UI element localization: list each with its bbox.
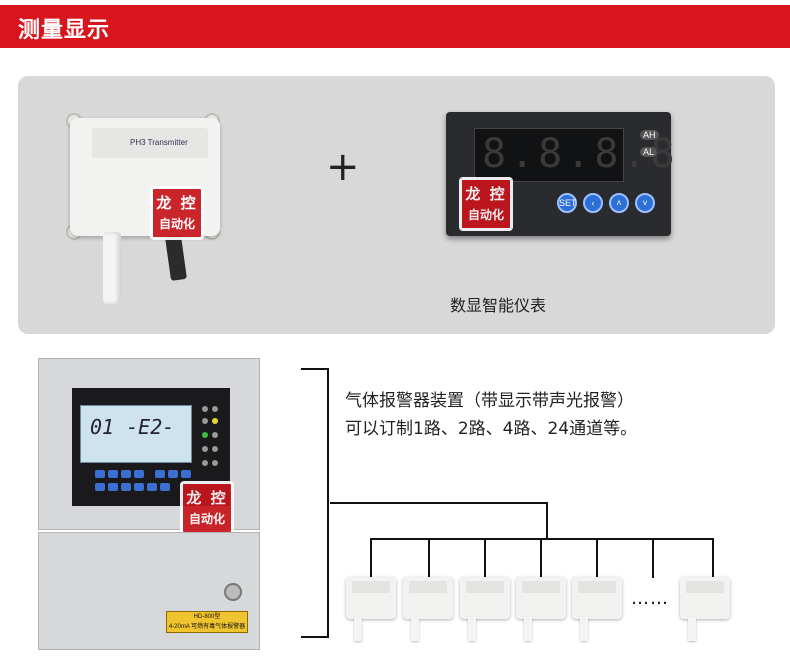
- ellipsis: ……: [631, 588, 669, 609]
- keypad-key: [134, 483, 144, 491]
- mini-probe: [354, 617, 362, 641]
- keypad-key: [134, 470, 144, 478]
- connector-line: [652, 538, 654, 578]
- keypad-key: [95, 483, 105, 491]
- keypad-key: [121, 470, 131, 478]
- meter-up-button: ˄: [609, 193, 629, 213]
- meter-set-button: SET: [557, 193, 577, 213]
- stamp-line2: 自动化: [467, 208, 504, 222]
- description-line2: 可以订制1路、2路、4路、24通道等。: [345, 419, 638, 439]
- mini-transmitter: [460, 577, 510, 619]
- stamp-line1: 龙 控: [156, 194, 198, 212]
- meter-display: [474, 128, 624, 182]
- mini-probe: [411, 617, 419, 641]
- mini-transmitter: [346, 577, 396, 619]
- mini-probe: [688, 617, 696, 641]
- controller-nameplate: HD-800型 4-20mA 可燃有毒气体报警器: [166, 611, 248, 633]
- mini-probe: [468, 617, 476, 641]
- controller-lcd: [80, 405, 192, 463]
- meter-indicator-ah: AH: [640, 130, 659, 140]
- connector-line: [330, 502, 548, 504]
- plate-line2: 4-20mA 可燃有毒气体报警器: [168, 624, 246, 630]
- led-indicator: [202, 418, 208, 424]
- mini-transmitter: [403, 577, 453, 619]
- mini-transmitter: [572, 577, 622, 619]
- brand-stamp: 龙 控 自动化: [180, 481, 234, 535]
- led-indicator: [202, 406, 208, 412]
- keypad-key: [160, 483, 170, 491]
- page-title: 测量显示: [18, 18, 111, 43]
- led-indicator: [212, 406, 218, 412]
- brand-stamp: 龙 控 自动化: [459, 177, 513, 231]
- led-indicator: [212, 418, 218, 424]
- mini-probe: [524, 617, 532, 641]
- meter-indicator-al: AL: [640, 147, 658, 157]
- connector-line: [540, 538, 542, 578]
- mini-probe: [580, 617, 588, 641]
- led-indicator: [202, 460, 208, 466]
- transmitter-label-strip: [92, 128, 208, 158]
- connector-line: [596, 538, 598, 578]
- stamp-line1: 龙 控: [186, 489, 228, 507]
- meter-down-button: ˅: [635, 193, 655, 213]
- controller-led-column: [196, 404, 224, 472]
- connector-line: [546, 502, 548, 540]
- description-line1: 气体报警器装置（带显示带声光报警）: [345, 391, 634, 411]
- led-indicator: [212, 460, 218, 466]
- mini-label-strip: [352, 581, 390, 593]
- transmitter-label: PH3 Transmitter: [130, 138, 188, 147]
- mini-label-strip: [466, 581, 504, 593]
- keypad-key: [168, 470, 178, 478]
- plate-line1: HD-800型: [193, 614, 221, 620]
- lock-icon: [224, 583, 242, 601]
- keypad-key: [181, 470, 191, 478]
- mini-label-strip: [578, 581, 616, 593]
- brand-stamp: 龙 控 自动化: [150, 186, 204, 240]
- plus-symbol: +: [326, 144, 360, 190]
- stamp-line1: 龙 控: [465, 185, 507, 203]
- keypad-key: [121, 483, 131, 491]
- connector-line: [428, 538, 430, 578]
- keypad-key: [108, 483, 118, 491]
- mini-label-strip: [522, 581, 560, 593]
- led-indicator: [202, 432, 208, 438]
- stamp-line2: 自动化: [158, 217, 195, 231]
- keypad-key: [95, 470, 105, 478]
- header-bar: [0, 5, 790, 48]
- keypad-key: [108, 470, 118, 478]
- controller-lcd-text: 01 -E2-: [90, 415, 175, 439]
- mini-label-strip: [409, 581, 447, 593]
- led-indicator: [202, 446, 208, 452]
- mini-label-strip: [686, 581, 724, 593]
- mini-transmitter: [680, 577, 730, 619]
- meter-left-button: ‹: [583, 193, 603, 213]
- led-indicator: [212, 432, 218, 438]
- keypad-key: [147, 483, 157, 491]
- stamp-line2: 自动化: [188, 512, 225, 526]
- connector-line: [370, 538, 714, 540]
- transmitter-probe: [103, 232, 121, 304]
- keypad-key: [155, 470, 165, 478]
- mini-transmitter: [516, 577, 566, 619]
- connector-line: [712, 538, 714, 578]
- connector-line: [370, 538, 372, 578]
- led-indicator: [212, 446, 218, 452]
- bracket: [301, 368, 329, 638]
- meter-caption: 数显智能仪表: [450, 296, 547, 315]
- connector-line: [484, 538, 486, 578]
